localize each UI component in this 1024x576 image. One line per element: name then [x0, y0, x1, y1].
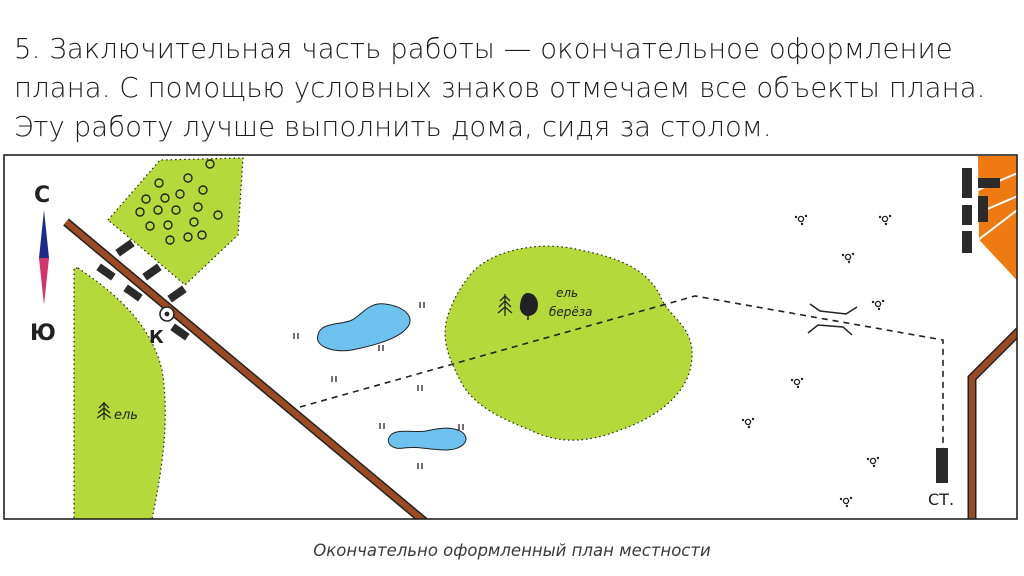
map-content: К ель [30, 155, 1017, 519]
forest-left-area [73, 267, 166, 519]
bridge-icon [807, 303, 858, 336]
slide-title: 5. Заключительная часть работы — окончат… [14, 30, 1014, 147]
orchard-area [107, 157, 244, 286]
title-line-2: плана. С помощью условных знаков отмечае… [14, 72, 986, 104]
town-area [962, 155, 1017, 289]
well-symbol [159, 306, 175, 322]
pond-upper [316, 303, 411, 352]
station-building [936, 448, 948, 483]
title-line-1: 5. Заключительная часть работы — окончат… [14, 33, 953, 65]
compass-icon [39, 210, 49, 305]
fir-icon [96, 402, 112, 420]
station-label: СТ. [928, 490, 954, 509]
well-label: К [149, 327, 164, 348]
forest-center-area [444, 245, 693, 441]
compass-south-label: Ю [30, 321, 56, 346]
title-line-3: Эту работу лучше выполнить дома, сидя за… [14, 111, 772, 143]
meadow-marks [293, 302, 464, 469]
compass-north-label: С [34, 183, 50, 208]
road-right [967, 326, 1017, 519]
map-border [3, 154, 1018, 520]
orchard-trees [135, 159, 223, 245]
birch-icon [519, 293, 538, 320]
dashed-path [299, 295, 944, 448]
map-caption: Окончательно оформленный план местности [313, 541, 711, 560]
forest-left-label: ель [114, 408, 138, 423]
forest-center-label-2: берёза [549, 305, 593, 319]
village-buildings [96, 239, 190, 341]
pond-lower [387, 427, 467, 451]
forest-center-label-1: ель [556, 286, 578, 300]
fir-icon-center [497, 294, 513, 316]
